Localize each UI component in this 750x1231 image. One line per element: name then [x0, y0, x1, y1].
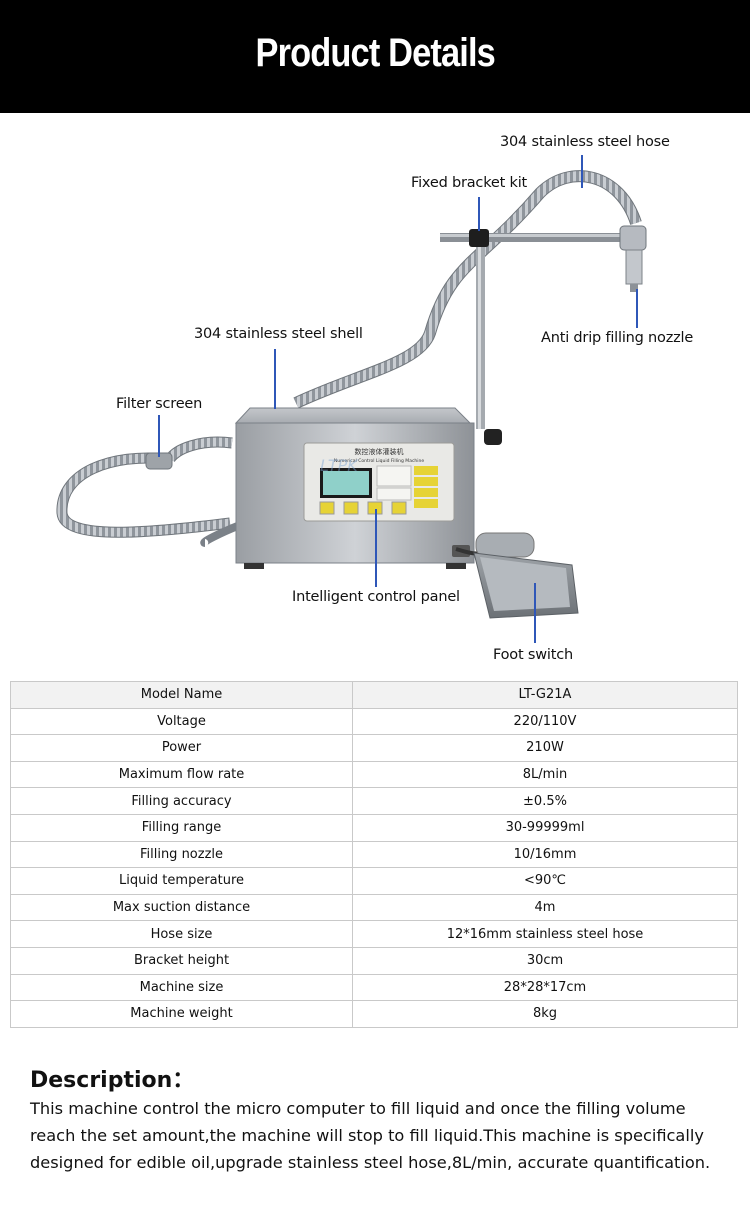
callout-nozzle: Anti drip filling nozzle [541, 330, 694, 346]
spec-value: LT-G21A [352, 681, 738, 709]
spec-name: Machine weight [10, 1000, 353, 1028]
panel-title-en: Numerical Control Liquid Filling Machine [334, 458, 425, 464]
description-title: Description： [30, 1068, 195, 1093]
panel-title-cn: 数控液体灌装机 [355, 447, 404, 456]
spec-name: Filling accuracy [10, 787, 353, 815]
leader-lines [158, 155, 638, 643]
callout-bracket: Fixed bracket kit [411, 175, 528, 191]
machine-body: 数控液体灌装机 Numerical Control Liquid Filling… [234, 407, 475, 569]
spec-value: 12*16mm stainless steel hose [352, 920, 738, 948]
spec-value: <90℃ [352, 867, 738, 895]
filling-machine-illustration: 数控液体灌装机 Numerical Control Liquid Filling… [56, 155, 647, 643]
callout-hose: 304 stainless steel hose [500, 134, 670, 150]
spec-name: Power [10, 734, 353, 762]
callout-panel: Intelligent control panel [292, 589, 460, 605]
spec-value: 8L/min [352, 760, 738, 789]
filling-nozzle [619, 225, 647, 292]
spec-name: Hose size [10, 920, 353, 948]
spec-value: 30cm [352, 946, 738, 975]
table-row: Filling accuracy±0.5% [10, 787, 738, 815]
stainless-hose-top [293, 170, 642, 409]
page-title: Product Details [255, 31, 495, 75]
table-row: Liquid temperature<90℃ [10, 867, 738, 895]
callout-filter: Filter screen [116, 396, 203, 412]
spec-value: ±0.5% [352, 787, 738, 815]
spec-name: Filling nozzle [10, 840, 353, 869]
spec-name: Maximum flow rate [10, 760, 353, 789]
spec-name: Model Name [10, 681, 353, 709]
spec-value: 30-99999ml [352, 813, 738, 842]
watermark-text: LTPK [320, 456, 359, 475]
spec-name: Max suction distance [10, 893, 353, 922]
spec-name: Machine size [10, 973, 353, 1002]
spec-name: Liquid temperature [10, 867, 353, 895]
spec-value: 8kg [352, 1000, 738, 1028]
spec-value: 28*28*17cm [352, 973, 738, 1002]
product-photo: 数控液体灌装机 Numerical Control Liquid Filling… [0, 113, 750, 673]
spec-name: Bracket height [10, 946, 353, 975]
spec-name: Voltage [10, 707, 353, 736]
callout-foot: Foot switch [493, 647, 573, 663]
spec-value: 10/16mm [352, 840, 738, 869]
description-text: This machine control the micro computer … [30, 1099, 711, 1172]
spec-value: 210W [352, 734, 738, 762]
spec-value: 220/110V [352, 707, 738, 736]
spec-value: 4m [352, 893, 738, 922]
header-banner: Product Details [0, 0, 750, 113]
callout-shell: 304 stainless steel shell [194, 326, 363, 342]
spec-name: Filling range [10, 813, 353, 842]
foot-switch [455, 532, 579, 619]
fixed-bracket [440, 229, 640, 445]
